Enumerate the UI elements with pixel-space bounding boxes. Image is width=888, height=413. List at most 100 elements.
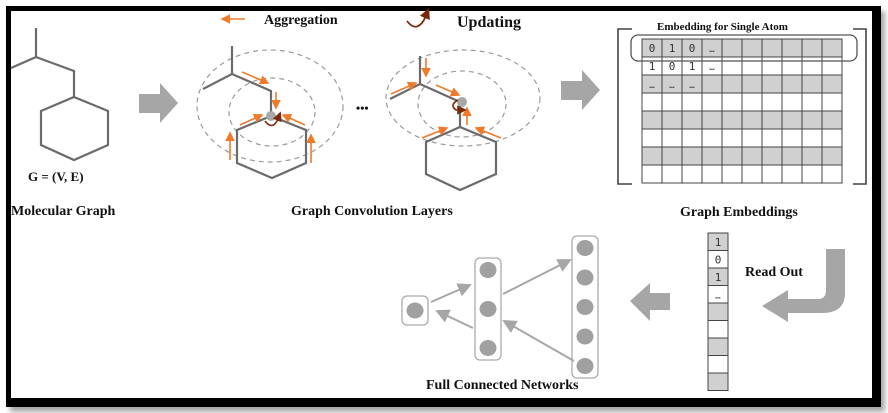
readout-curved-arrow-icon bbox=[762, 249, 845, 322]
matrix-cell bbox=[701, 92, 723, 112]
matrix-cell bbox=[761, 92, 783, 112]
matrix-cell bbox=[821, 74, 843, 94]
matrix-cell bbox=[661, 110, 683, 130]
matrix-cell bbox=[721, 92, 743, 112]
matrix-cell bbox=[641, 164, 663, 184]
matrix-value: 1 bbox=[649, 60, 656, 73]
matrix-cell bbox=[701, 128, 723, 148]
vector-value: … bbox=[715, 292, 721, 302]
right-bracket bbox=[853, 28, 867, 185]
matrix-value: … bbox=[649, 81, 655, 91]
fcn-neuron bbox=[479, 301, 497, 317]
matrix-cell bbox=[761, 74, 783, 94]
left-bracket bbox=[617, 28, 632, 185]
matrix-value: 0 bbox=[689, 42, 696, 55]
matrix-cell bbox=[741, 38, 763, 58]
matrix-value: … bbox=[709, 63, 715, 73]
matrix-cell bbox=[761, 38, 783, 58]
fcn-connection-arrow bbox=[435, 309, 474, 329]
fcn-connection-arrow bbox=[502, 320, 575, 362]
matrix-value: … bbox=[669, 81, 675, 91]
matrix-cell bbox=[761, 56, 783, 76]
matrix-value: 1 bbox=[689, 60, 696, 73]
fcn-neuron bbox=[479, 340, 497, 356]
graph-convolution-title: Graph Convolution Layers bbox=[291, 204, 453, 219]
fcn-neuron bbox=[576, 358, 594, 374]
left-arrow-icon bbox=[630, 283, 670, 321]
vector-cell bbox=[707, 337, 729, 356]
matrix-value: 0 bbox=[649, 42, 656, 55]
matrix-cell bbox=[821, 56, 843, 76]
fcn-title: Full Connected Networks bbox=[426, 378, 579, 393]
graph-equation: G = (V, E) bbox=[28, 169, 84, 184]
matrix-cell bbox=[741, 146, 763, 166]
matrix-cell bbox=[761, 146, 783, 166]
matrix-cell bbox=[721, 146, 743, 166]
matrix-cell bbox=[761, 164, 783, 184]
matrix-cell bbox=[821, 164, 843, 184]
matrix-cell bbox=[721, 56, 743, 76]
fcn-neuron bbox=[479, 262, 497, 278]
matrix-cell bbox=[741, 128, 763, 148]
matrix-value: 1 bbox=[669, 42, 676, 55]
fcn-neuron bbox=[576, 328, 594, 345]
matrix-cell bbox=[641, 92, 663, 112]
matrix-cell bbox=[781, 128, 803, 148]
matrix-cell bbox=[781, 56, 803, 76]
vector-cell bbox=[707, 372, 729, 391]
matrix-cell bbox=[801, 128, 823, 148]
matrix-cell bbox=[821, 146, 843, 166]
fcn-neuron bbox=[576, 269, 594, 286]
conv-layer-1 bbox=[196, 46, 344, 180]
fcn-neuron bbox=[406, 302, 424, 319]
matrix-cell bbox=[781, 92, 803, 112]
fcn-neuron bbox=[576, 299, 594, 315]
matrix-cell bbox=[721, 74, 743, 94]
right-arrow-icon bbox=[561, 70, 600, 110]
conv-layer-2 bbox=[385, 49, 541, 192]
matrix-cell bbox=[821, 110, 843, 130]
right-arrow-icon bbox=[139, 83, 178, 123]
matrix-cell bbox=[681, 146, 703, 166]
matrix-cell bbox=[761, 110, 783, 130]
legend: Aggregation Updating bbox=[220, 8, 521, 31]
matrix-cell bbox=[781, 146, 803, 166]
matrix-cell bbox=[641, 110, 663, 130]
matrix-cell bbox=[801, 164, 823, 184]
matrix-cell bbox=[801, 38, 823, 58]
matrix-value: … bbox=[689, 81, 695, 91]
vector-cell bbox=[707, 320, 729, 339]
matrix-cell bbox=[641, 146, 663, 166]
matrix-cell bbox=[641, 128, 663, 148]
matrix-value: 0 bbox=[669, 60, 676, 73]
matrix-cell bbox=[681, 92, 703, 112]
matrix-cell bbox=[801, 110, 823, 130]
matrix-cell bbox=[721, 38, 743, 58]
matrix-cell bbox=[681, 164, 703, 184]
matrix-cell bbox=[781, 110, 803, 130]
readout-label: Read Out bbox=[745, 265, 803, 280]
matrix-cell bbox=[721, 128, 743, 148]
matrix-cell bbox=[681, 110, 703, 130]
matrix-cell bbox=[821, 38, 843, 58]
matrix-cell bbox=[741, 164, 763, 184]
updating-arrow-icon bbox=[406, 8, 430, 28]
matrix-cell bbox=[701, 146, 723, 166]
matrix-cell bbox=[741, 74, 763, 94]
matrix-cell bbox=[721, 110, 743, 130]
matrix-cell bbox=[741, 56, 763, 76]
molecular-graph bbox=[10, 28, 110, 162]
vector-cell bbox=[707, 355, 729, 374]
matrix-cell bbox=[701, 74, 723, 94]
matrix-cell bbox=[801, 56, 823, 76]
single-atom-highlight bbox=[630, 34, 858, 62]
matrix-cell bbox=[801, 92, 823, 112]
vector-value: 1 bbox=[715, 236, 722, 249]
fcn-neuron bbox=[576, 240, 594, 256]
embedding-header: Embedding for Single Atom bbox=[657, 21, 788, 33]
matrix-cell bbox=[801, 74, 823, 94]
layer-ellipsis: ••• bbox=[356, 101, 369, 115]
vector-value: 0 bbox=[715, 254, 722, 267]
